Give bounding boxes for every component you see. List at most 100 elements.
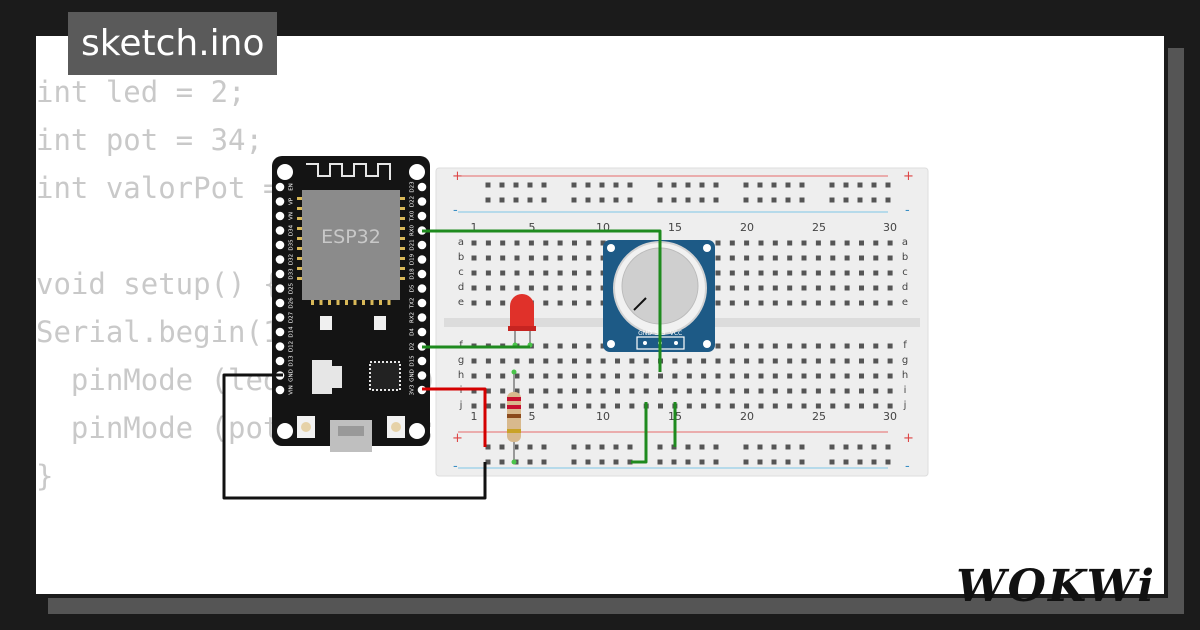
mount-hole [277, 164, 293, 180]
module-pin [297, 207, 302, 210]
wire-red-3v3[interactable] [422, 387, 487, 447]
board-header-pins[interactable] [275, 182, 427, 395]
breadboard-hole [801, 240, 807, 246]
breadboard-hole [873, 373, 879, 379]
breadboard-hole [586, 270, 592, 276]
rail-hole [713, 444, 719, 450]
breadboard-hole [471, 403, 477, 409]
column-number: 1 [471, 410, 478, 423]
breadboard-hole [615, 373, 620, 379]
pin-label: D25 [289, 282, 295, 294]
breadboard-hole [528, 270, 534, 276]
breadboard-hole [586, 300, 592, 306]
breadboard-hole [543, 358, 549, 364]
breadboard-hole [715, 240, 721, 246]
module-pin [297, 237, 302, 240]
pot-pin[interactable] [674, 341, 678, 345]
breadboard-hole [729, 300, 735, 306]
header-pin [417, 255, 427, 264]
rail-hole [713, 182, 719, 188]
rail-hole [571, 182, 577, 188]
rail-hole [799, 182, 805, 188]
breadboard-hole [887, 403, 893, 409]
breadboard-hole [658, 373, 663, 379]
breadboard-hole [758, 358, 764, 364]
wire-black-gnd[interactable] [222, 373, 487, 500]
header-pin [275, 197, 285, 206]
code-line: int pot = 34; [36, 123, 263, 157]
breadboard-hole [729, 373, 735, 379]
rail-hole [499, 444, 505, 450]
wire-green-pot-gnd[interactable] [631, 402, 648, 464]
rail-hole [585, 459, 591, 465]
header-pin [275, 298, 285, 308]
pin-label: D22 [410, 196, 416, 207]
breadboard-hole [801, 285, 807, 291]
breadboard-hole [859, 255, 864, 261]
breadboard-hole [887, 388, 893, 394]
module-pin [297, 277, 302, 280]
rail-hole [857, 459, 863, 465]
breadboard-hole [873, 343, 879, 349]
module-pin [319, 300, 323, 305]
en-button-cap[interactable] [391, 422, 401, 432]
pin-label: D23 [410, 181, 416, 193]
rail-hole [541, 197, 547, 203]
header-pin [275, 182, 285, 192]
red-led[interactable] [508, 294, 536, 348]
rail-hole [599, 444, 605, 450]
pin-label: D4 [410, 328, 416, 336]
resistor[interactable] [507, 369, 521, 465]
breadboard-hole [772, 403, 778, 409]
file-name-tab[interactable]: sketch.ino [68, 12, 278, 75]
breadboard-hole [873, 403, 879, 409]
pin-label: D15 [410, 355, 416, 367]
pin-label: D13 [289, 355, 295, 367]
breadboard-hole [701, 403, 707, 409]
breadboard-hole [485, 388, 491, 394]
voltage-regulator [312, 360, 332, 394]
breadboard-hole [658, 388, 663, 394]
rail-hole [699, 197, 705, 203]
wire-green-pot-signal[interactable] [422, 229, 662, 372]
boot-button-cap[interactable] [301, 422, 311, 432]
column-number: 5 [529, 221, 536, 234]
rail-hole [843, 444, 849, 450]
rail-hole [541, 459, 547, 465]
breadboard-hole [873, 270, 879, 276]
breadboard-hole [471, 358, 477, 364]
breadboard-hole [500, 255, 506, 261]
rail-hole [599, 197, 605, 203]
board-marking [320, 316, 332, 330]
wires[interactable] [222, 229, 677, 500]
rail-hole [857, 197, 863, 203]
breadboard-hole [615, 388, 620, 394]
module-pin [345, 300, 348, 305]
breadboard-hole [787, 403, 793, 409]
breadboard-hole [600, 240, 606, 246]
rail-hole [657, 444, 663, 450]
breadboard-hole [615, 403, 620, 409]
header-pin [417, 211, 427, 221]
breadboard-hole [815, 343, 821, 349]
module-pin [370, 300, 374, 305]
rail-hole [699, 444, 705, 450]
breadboard-hole [887, 343, 893, 349]
breadboard-hole [772, 285, 778, 291]
breadboard-hole [758, 373, 764, 379]
rail-hole [499, 197, 505, 203]
pin-label: D33 [289, 268, 295, 280]
pot-pin[interactable] [643, 341, 647, 345]
breadboard-hole [586, 403, 592, 409]
rail-hole [613, 444, 619, 450]
breadboard-hole [772, 300, 778, 306]
rail-hole [685, 459, 691, 465]
breadboard-hole [500, 403, 506, 409]
breadboard-hole [887, 358, 893, 364]
rail-hole [871, 197, 877, 203]
row-letter: i [904, 385, 907, 396]
breadboard-hole [485, 270, 491, 276]
module-pin [353, 300, 357, 305]
